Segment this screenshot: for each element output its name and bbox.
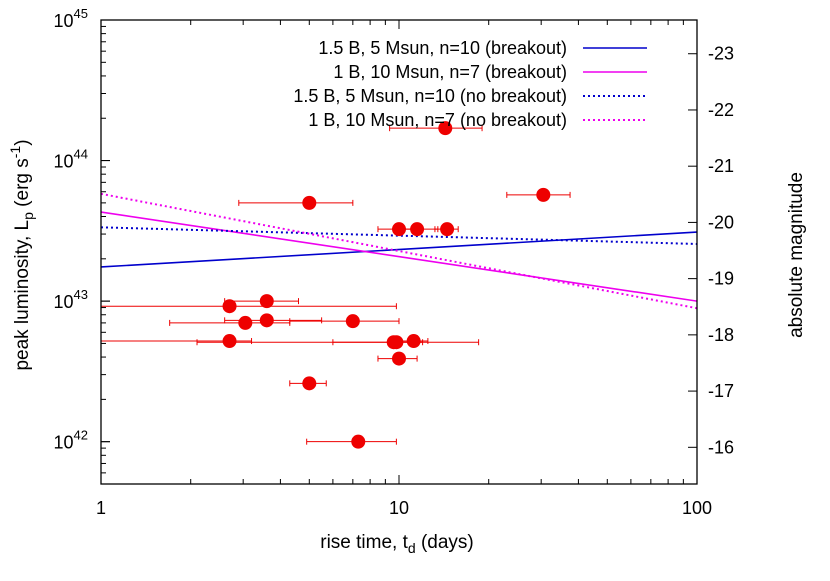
y2-axis-label: absolute magnitude [786, 172, 807, 338]
model-lines [101, 192, 697, 310]
data-point-1 [438, 121, 453, 136]
data-point-5 [410, 222, 425, 237]
series-line-3 [101, 226, 697, 245]
y-tick-label: 1045 [54, 6, 89, 31]
data-point-12 [222, 334, 237, 349]
series-line-1 [101, 231, 697, 268]
data-point-15 [406, 334, 421, 349]
y2-tick-label: -18 [708, 325, 734, 345]
axis-ticks: 1 10 100 1042 1043 1044 1045 -16 -17 -18 -19 -20 -21… [54, 6, 735, 518]
data-point-17 [302, 376, 317, 391]
data-points [100, 121, 571, 449]
data-point-3 [302, 195, 317, 210]
y-tick-label: 1042 [54, 428, 89, 453]
y2-tick-label: -23 [708, 44, 734, 64]
y-tick-label: 1043 [54, 287, 89, 312]
legend-label-2: 1 B, 10 Msun, n=7 (breakout) [333, 62, 567, 82]
y2-tick-label: -16 [708, 437, 734, 457]
legend-label-4: 1 B, 10 Msun, n=7 (no breakout) [308, 110, 567, 130]
data-point-8 [222, 299, 237, 314]
y-axis-label: peak luminosity, Lp (erg s-1) [7, 139, 36, 370]
x-tick-label: 1 [96, 498, 106, 518]
x-axis-label: rise time, td (days) [320, 532, 474, 556]
legend: 1.5 B, 5 Msun, n=10 (breakout) 1 B, 10 Ms… [293, 38, 647, 130]
y2-tick-label: -17 [708, 381, 734, 401]
legend-label-3: 1.5 B, 5 Msun, n=10 (no breakout) [293, 86, 567, 106]
data-point-6 [440, 222, 455, 237]
data-point-11 [345, 314, 360, 329]
data-point-7 [259, 294, 274, 309]
x-tick-label: 10 [389, 498, 409, 518]
y2-tick-label: -19 [708, 269, 734, 289]
data-point-2 [536, 187, 551, 202]
y2-tick-label: -21 [708, 156, 734, 176]
y-tick-label: 1044 [54, 147, 89, 172]
data-point-14 [389, 335, 404, 350]
x-tick-label: 100 [682, 498, 712, 518]
data-point-16 [392, 351, 406, 366]
y2-tick-label: -22 [708, 100, 734, 120]
series-line-2 [101, 211, 697, 302]
data-point-18 [351, 434, 366, 449]
data-point-10 [238, 315, 253, 330]
data-point-9 [259, 313, 274, 328]
series-line-4 [101, 192, 697, 310]
y2-tick-label: -20 [708, 212, 734, 232]
legend-label-1: 1.5 B, 5 Msun, n=10 (breakout) [318, 38, 567, 58]
